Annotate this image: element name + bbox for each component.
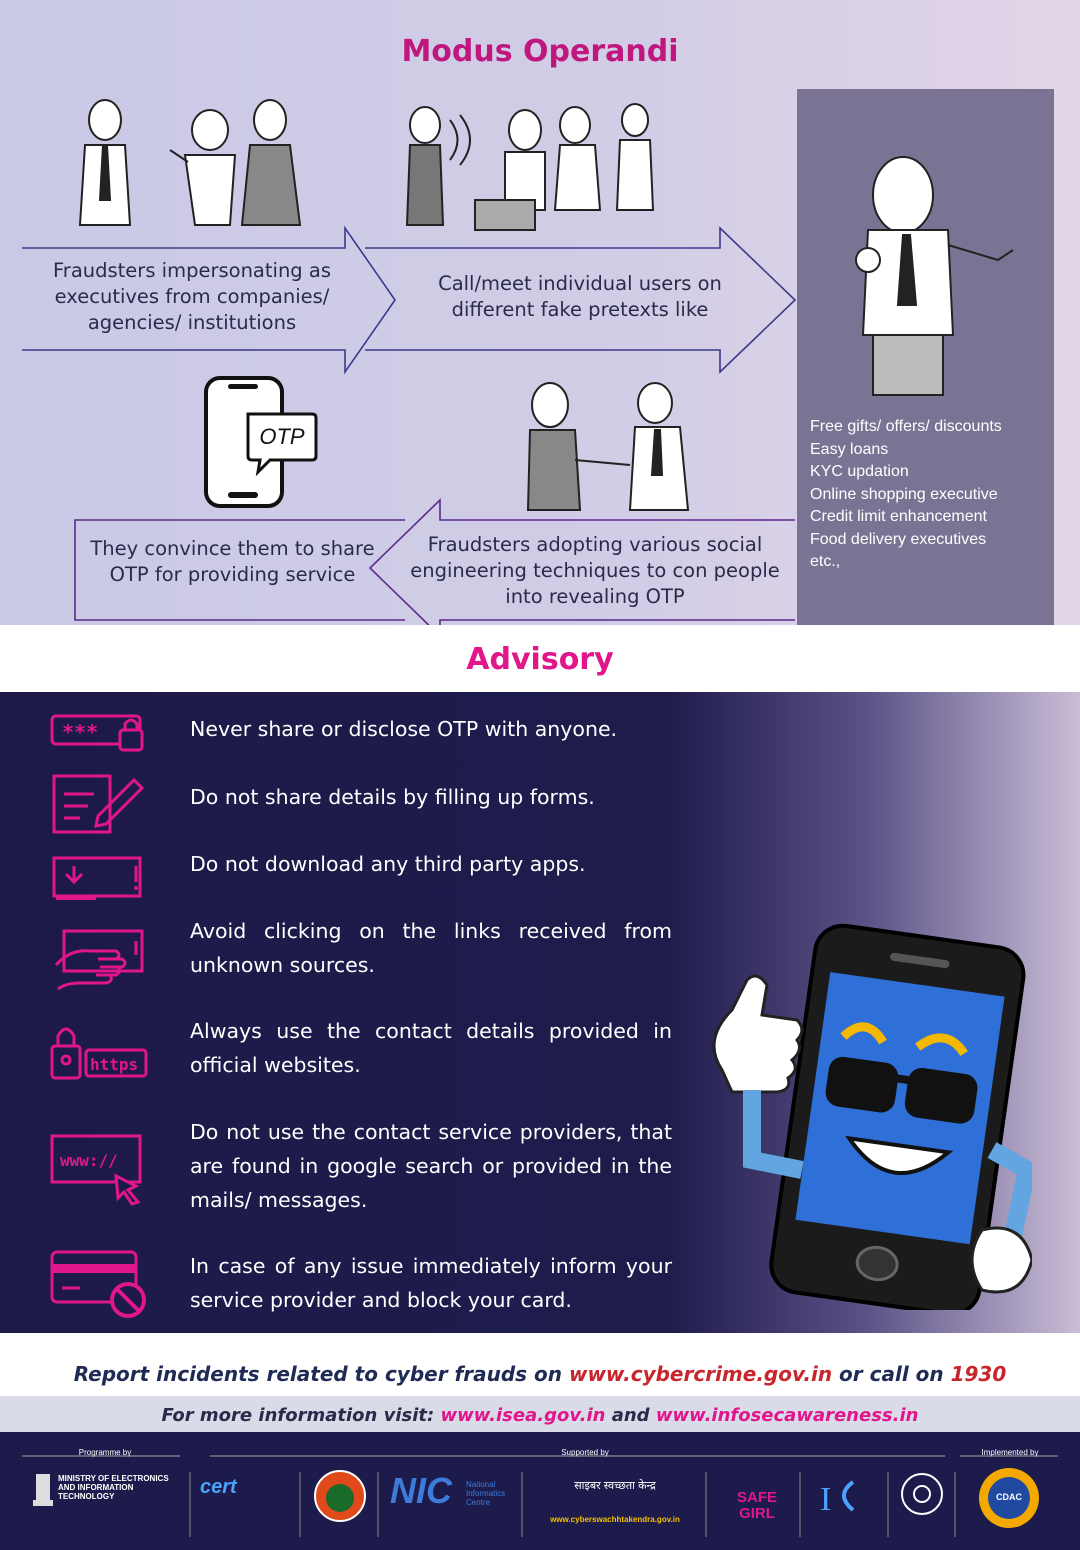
modus-operandi-title: Modus Operandi [401, 34, 679, 69]
cdac-text: CDAC [996, 1492, 1022, 1502]
infosec-link[interactable]: www.infosecawareness.in [655, 1405, 919, 1426]
advisory-item: Avoid clicking on the links received fro… [190, 919, 672, 977]
password-lock-icon: *** [50, 714, 144, 752]
report-url-link[interactable]: www.cybercrime.gov.in [568, 1362, 833, 1386]
download-phone-icon [52, 856, 142, 900]
advisory-item: Do not share details by filling up forms… [190, 785, 595, 809]
executives-illustration [78, 99, 302, 226]
fraudster-illustration [855, 156, 1014, 396]
programme-by-label: Programme by [78, 1448, 132, 1457]
password-stars: *** [62, 720, 98, 744]
www-cursor-icon: www:// [50, 1134, 142, 1206]
logo-bar [0, 1432, 1080, 1550]
csk-hindi: साइबर स्वच्छता केन्द्र [574, 1480, 656, 1492]
info-band [0, 1396, 1080, 1432]
emblem-icon [33, 1474, 53, 1506]
call-center-illustration [405, 103, 655, 231]
report-prefix: Report incidents related to cyber frauds… [73, 1362, 569, 1386]
step-impersonation: Fraudsters impersonating as executives f… [53, 259, 331, 334]
isea-link[interactable]: www.isea.gov.in [440, 1405, 606, 1426]
phone-mascot-illustration [712, 923, 1032, 1310]
implemented-by-label: Implemented by [981, 1448, 1039, 1457]
gov-seal-logo [901, 1473, 943, 1515]
modus-operandi-section: Modus Operandi Fraudsters impersonating … [0, 0, 1080, 625]
supported-by-label: Supported by [561, 1448, 609, 1457]
flow-arrows [22, 225, 797, 625]
advisory-item: Never share or disclose OTP with anyone. [190, 717, 618, 741]
pretext-item: etc., [810, 553, 841, 570]
report-mid: or call on [832, 1362, 951, 1386]
cyber-safe-girl-logo: SAFE GIRL [736, 1489, 777, 1522]
info-and: and [605, 1405, 656, 1426]
advisory-item: Always use the contact details provided … [190, 1019, 672, 1077]
nic-full-name: National Informatics Centre [466, 1480, 506, 1507]
csk-url[interactable]: www.cyberswachhtakendra.gov.in [550, 1515, 680, 1524]
cdac-logo [979, 1468, 1039, 1528]
blocked-card-icon [50, 1250, 146, 1318]
handshake-illustration [526, 382, 690, 511]
step-call-meet: Call/meet individual users on different … [438, 272, 722, 321]
advisory-item: Do not use the contact service providers… [190, 1120, 672, 1212]
advisory-item: In case of any issue immediately inform … [190, 1254, 672, 1312]
meity-text: MINISTRY OF ELECTRONICS AND INFORMATION … [58, 1474, 169, 1501]
step-share-otp: They convince them to share OTP for prov… [90, 537, 375, 586]
info-prefix: For more information visit: [161, 1405, 441, 1426]
form-pen-icon [52, 774, 145, 834]
info-line: For more information visit: www.isea.gov… [0, 1405, 1080, 1426]
svg-text:I: I [820, 1481, 831, 1518]
https-lock-icon: https [50, 1027, 148, 1080]
advisory-item: Do not download any third party apps. [190, 852, 586, 876]
cert-in-logo: cert [200, 1476, 237, 1498]
advisory-title: Advisory [466, 642, 614, 677]
report-phone: 1930 [950, 1362, 1007, 1386]
report-line: Report incidents related to cyber frauds… [0, 1362, 1080, 1386]
hand-tap-icon [54, 929, 144, 991]
pretext-item: KYC updation [810, 463, 909, 480]
otp-label: OTP [259, 424, 305, 449]
meity-logo: MINISTRY OF ELECTRONICS AND INFORMATION … [30, 1474, 180, 1501]
pretext-item: Easy loans [810, 440, 889, 458]
www-text: www:// [60, 1151, 118, 1170]
pretext-item: Credit limit enhancement [810, 508, 987, 525]
logo-dividers [22, 1455, 1058, 1537]
pretext-item: Online shopping executive [810, 485, 998, 503]
step-social-engineering: Fraudsters adopting various social engin… [410, 533, 780, 608]
nic-logo: NIC [390, 1470, 452, 1511]
pretext-list: Free gifts/ offers/ discounts Easy loans… [810, 416, 1050, 574]
ic-logo: I [820, 1480, 855, 1518]
pretext-item: Free gifts/ offers/ discounts [810, 418, 1002, 435]
otp-phone-illustration: OTP [204, 376, 318, 508]
c3i-hub-logo [314, 1470, 366, 1522]
pretext-item: Food delivery executives [810, 530, 987, 548]
https-text: https [90, 1055, 138, 1074]
